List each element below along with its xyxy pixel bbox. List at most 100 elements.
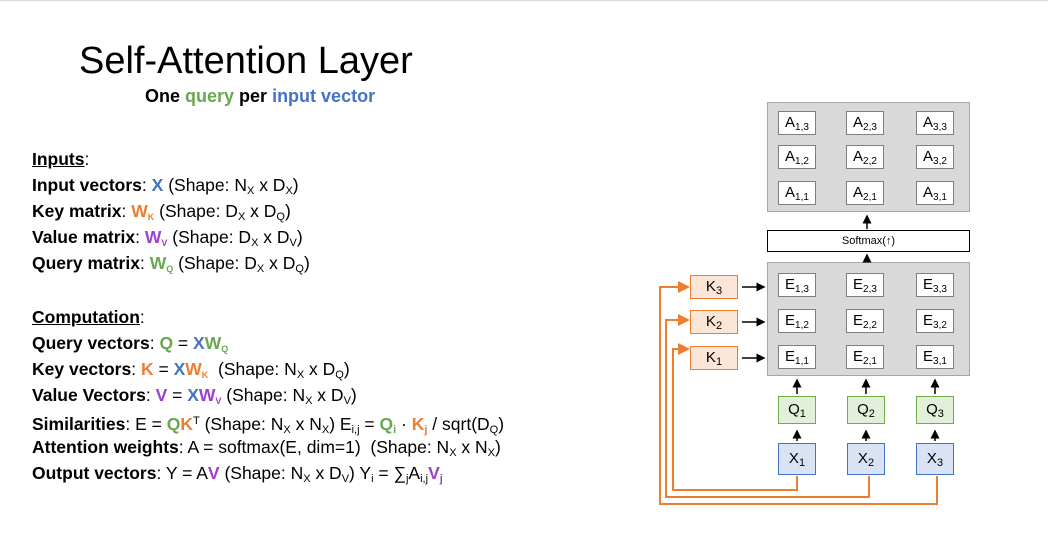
cell-sub: 1,2	[795, 320, 809, 331]
box-sub: 1	[798, 457, 806, 469]
similarities-line: Similarities: E = QKT (Shape: NX x NX) E…	[32, 408, 504, 436]
symbol-sub: K	[201, 370, 209, 380]
slide-title: Self-Attention Layer	[79, 40, 413, 82]
box-sub: 1	[799, 408, 806, 420]
value-matrix-line: Value matrix: WV (Shape: DX x DV)	[32, 227, 303, 249]
e-cell: E1,1	[778, 345, 816, 369]
cell-sub: 1,2	[795, 156, 809, 167]
symbol-w: W	[131, 201, 148, 221]
output-vectors-line: Output vectors: Y = AV (Shape: NX x DV) …	[32, 460, 504, 486]
cell-sub: 1,1	[795, 192, 809, 203]
query-matrix-line: Query matrix: WQ (Shape: DX x DQ)	[32, 253, 310, 275]
cell-base: E	[923, 348, 934, 365]
box-base: K	[705, 278, 716, 295]
e-cell: E2,2	[846, 309, 884, 333]
line-label: Query matrix	[32, 253, 140, 273]
box-base: Q	[788, 401, 800, 418]
slide-subtitle: One query per input vector	[145, 86, 375, 107]
shape-mid: x D	[310, 463, 342, 483]
box-sub: 3	[936, 457, 944, 469]
symbol-sub: V	[161, 238, 168, 248]
a-symbol: A	[408, 463, 421, 483]
key-vectors-line: Key vectors: K = XWK (Shape: NX x DQ)	[32, 359, 350, 381]
shape-end: )	[284, 201, 291, 221]
k-box: K3	[690, 275, 738, 299]
shape-sub: X	[251, 237, 259, 249]
box-base: Q	[857, 401, 869, 418]
wire-x3-k3	[659, 281, 938, 505]
box-sub: 1	[715, 356, 723, 368]
shape-sub: V	[289, 237, 297, 249]
q-box: Q1	[778, 396, 816, 424]
e-cell: E3,2	[916, 309, 954, 333]
cell-sub: 3,2	[933, 156, 947, 167]
subtitle-input: input vector	[272, 86, 376, 106]
computation-header-text: Computation	[32, 307, 140, 327]
shape-sub: V	[341, 473, 350, 485]
input-vectors-line: Input vectors: X (Shape: NX x DX)	[32, 175, 299, 197]
shape-mid: x D	[254, 175, 286, 195]
transpose-sup: T	[193, 415, 200, 427]
shape-end: )	[296, 227, 303, 247]
a-cell: A2,2	[846, 145, 884, 169]
cell-sub: 3,1	[933, 192, 947, 203]
box-base: X	[857, 450, 868, 467]
y-symbol: ) Y	[349, 463, 372, 483]
shape-text: (Shape: N	[221, 385, 306, 405]
symbol-sub: V	[215, 396, 222, 406]
cell-sub: 2,1	[863, 356, 877, 367]
shape-end: )	[343, 359, 350, 379]
a-sub: i,j	[420, 473, 429, 485]
symbol-w: W	[198, 385, 216, 405]
attn-text: : A = softmax(E, dim=1) (Shape: N	[178, 437, 450, 457]
shape-text: (Shape: N	[168, 175, 247, 195]
k-box: K2	[690, 310, 738, 334]
symbol-wv: WV	[144, 227, 168, 248]
a-cell: A3,3	[916, 111, 954, 135]
shape-end: )	[303, 253, 310, 273]
cell-base: A	[785, 114, 796, 131]
box-sub: 3	[937, 408, 944, 420]
shape-text: (Shape: D	[159, 201, 238, 221]
shape-text: (Shape: D	[172, 227, 252, 247]
box-base: X	[788, 450, 799, 467]
shape-mid: x D	[258, 227, 290, 247]
line-label: Query vectors	[32, 333, 150, 353]
shape-sub: Q	[295, 263, 304, 275]
cell-base: E	[923, 276, 934, 293]
cell-base: E	[785, 312, 796, 329]
line-label: Key matrix	[32, 201, 122, 221]
symbol-x: X	[151, 175, 164, 195]
e-cell: E3,1	[916, 345, 954, 369]
attention-weights-line: Attention weights: A = softmax(E, dim=1)…	[32, 434, 504, 460]
sum-symbol: = ∑	[373, 463, 406, 483]
shape-sub: V	[343, 395, 351, 407]
sqrt-text: / sqrt(D	[427, 414, 490, 434]
e-cell: E3,3	[916, 273, 954, 297]
symbol-q: Q	[379, 414, 394, 434]
cell-base: E	[785, 276, 796, 293]
cell-sub: 1,3	[795, 122, 809, 133]
symbol-w: W	[144, 227, 162, 247]
box-sub: 2	[867, 457, 875, 469]
shape-mid: x D	[264, 253, 296, 273]
shape-end: )	[292, 175, 299, 195]
e-cell: E1,2	[778, 309, 816, 333]
symbol-sub: Q	[221, 344, 229, 354]
sim-pre: : E =	[125, 414, 167, 434]
cell-base: A	[923, 148, 934, 165]
shape-sub: X	[321, 424, 330, 436]
cell-sub: 2,3	[863, 122, 877, 133]
symbol-w: W	[204, 333, 222, 353]
symbol-x: X	[187, 385, 199, 405]
shape-end: )	[350, 385, 357, 405]
e-cell: E1,3	[778, 273, 816, 297]
a-cell: A3,1	[916, 181, 954, 205]
shape-mid: x D	[245, 201, 277, 221]
key-matrix-line: Key matrix: WK (Shape: DX x DQ)	[32, 201, 291, 223]
e-cell: E2,1	[846, 345, 884, 369]
symbol-wq: WQ	[150, 253, 174, 274]
symbol-kj: Kj	[412, 414, 428, 436]
